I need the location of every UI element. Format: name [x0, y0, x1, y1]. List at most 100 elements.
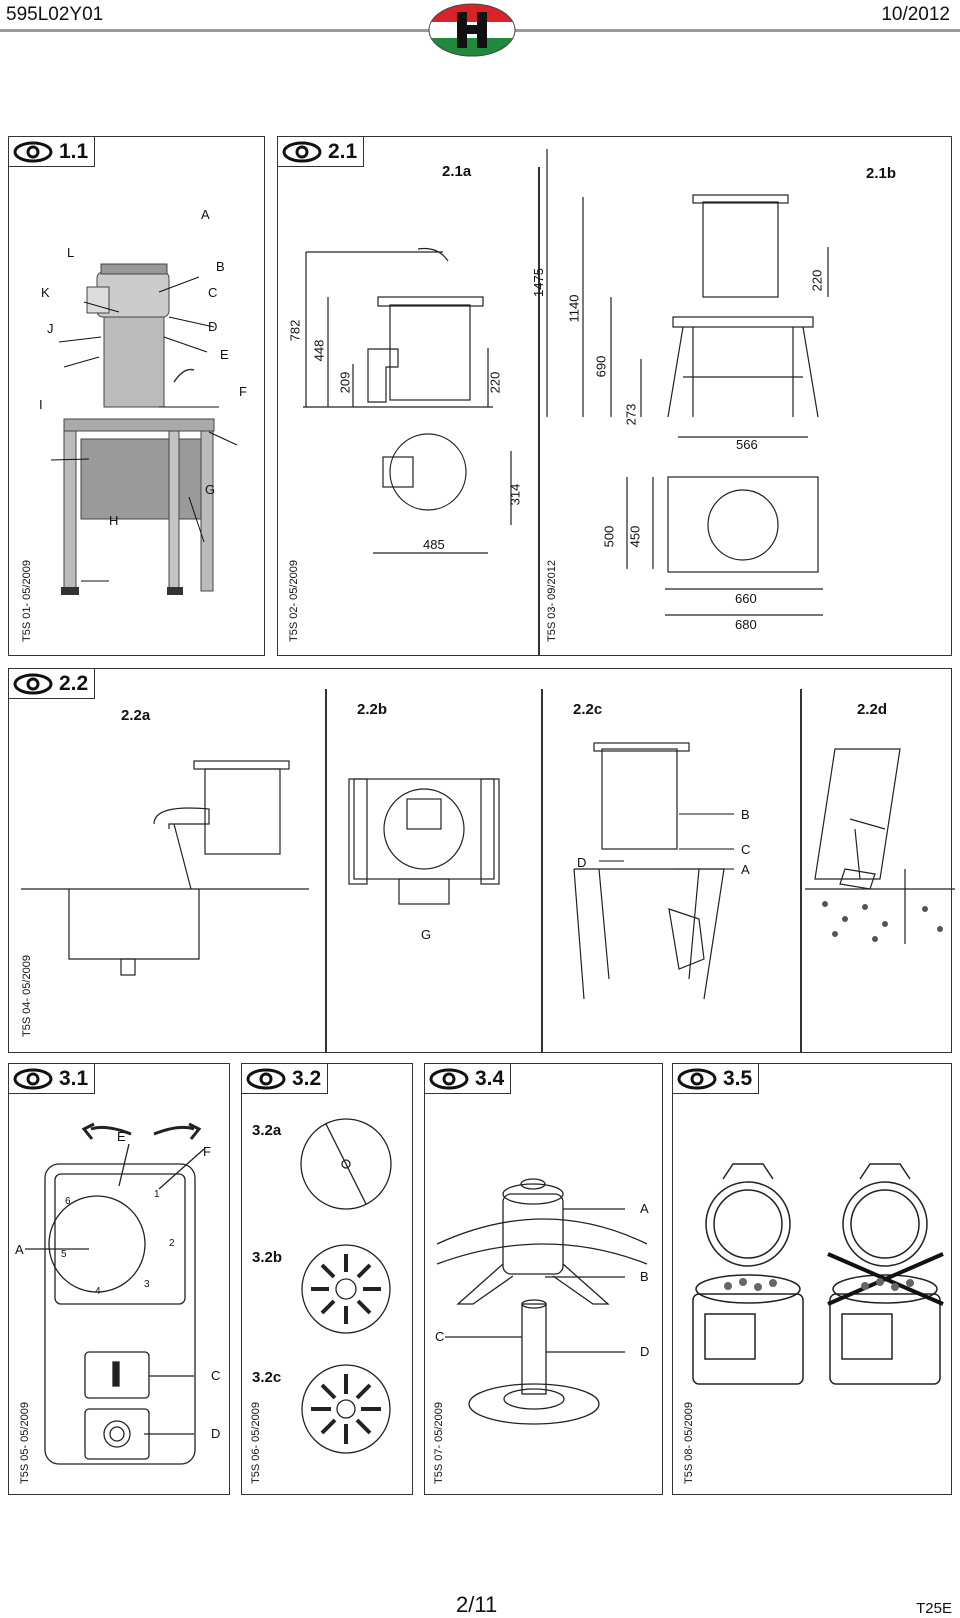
callout-e: E — [220, 347, 229, 362]
dimension-drawing-b — [546, 149, 829, 616]
dial-number: 4 — [95, 1286, 101, 1297]
dim-1475: 1475 — [530, 268, 546, 297]
callout-b: B — [741, 807, 750, 822]
document-code: 595L02Y01 — [6, 4, 104, 25]
subfigure-label: 3.2c — [252, 1369, 282, 1386]
figure-tag: 3.2 — [241, 1063, 329, 1094]
dim-485: 485 — [423, 537, 445, 552]
eye-icon — [13, 141, 53, 162]
dimension-drawing-a — [303, 247, 512, 554]
side-code: T5S 05- 05/2009 — [19, 1402, 31, 1484]
eye-icon — [246, 1068, 286, 1089]
side-code: T5S 04- 05/2009 — [21, 955, 33, 1037]
side-code: T5S 08- 05/2009 — [683, 1402, 695, 1484]
document-date: 10/2012 — [881, 4, 950, 25]
dim-566: 566 — [736, 437, 758, 452]
disc-drawings — [300, 1118, 392, 1454]
figure-number: 3.5 — [723, 1066, 753, 1090]
callout-d: D — [208, 319, 218, 334]
panel-3-4: 3.4 A B C D T5S 07- 05/2009 — [424, 1063, 663, 1495]
panel-2-1: 2.1 2.1a 2.1b 782 448 209 220 314 485 — [277, 136, 952, 656]
figure-tag: 3.4 — [424, 1063, 512, 1094]
dial-number: 2 — [169, 1238, 175, 1249]
callout-l: L — [67, 245, 75, 260]
subfigure-divider — [325, 689, 327, 1052]
callout-b: B — [640, 1269, 649, 1284]
figure-tag: 2.1 — [277, 136, 365, 167]
eye-icon — [13, 1068, 53, 1089]
callout-c: C — [208, 285, 218, 300]
installation-drawing-a — [21, 760, 309, 976]
callout-c: C — [211, 1368, 221, 1383]
dim-690: 690 — [593, 355, 609, 378]
callout-d: D — [640, 1344, 650, 1359]
callout-c: C — [435, 1329, 445, 1344]
subfigure-label: 2.2a — [121, 707, 151, 724]
panel-3-2: 3.2 3.2a 3.2b 3.2c T5S 06- 05/2009 — [241, 1063, 413, 1495]
dim-500: 500 — [601, 525, 617, 548]
subfigure-divider — [538, 167, 540, 655]
subfigure-label: 2.2d — [857, 701, 888, 718]
callout-a: A — [15, 1242, 24, 1257]
panel-1-1: 1.1 A B C D E F G H I J — [8, 136, 265, 656]
control-panel-illustration — [25, 1122, 205, 1465]
dial-number: 5 — [61, 1249, 67, 1260]
rotor-assembly-drawing — [436, 1178, 648, 1425]
dim-209: 209 — [337, 371, 353, 394]
dim-220: 220 — [809, 269, 825, 292]
callout-d: D — [577, 855, 587, 870]
dim-448: 448 — [311, 339, 327, 362]
callout-a: A — [741, 862, 750, 877]
figure-tag: 1.1 — [8, 136, 96, 167]
callout-d: D — [211, 1426, 221, 1441]
installation-drawing-c — [573, 742, 734, 1000]
subfigure-label: 2.1b — [866, 165, 897, 182]
subfigure-label: 3.2b — [252, 1249, 283, 1266]
side-code: T5S 07- 05/2009 — [433, 1402, 445, 1484]
panel-3-1: 3.1 E F A C D 1 2 3 4 5 6 T5S 05- 05/200… — [8, 1063, 230, 1495]
callout-e: E — [117, 1129, 126, 1144]
subfigure-label: 2.2c — [573, 701, 603, 718]
callout-h: H — [109, 513, 119, 528]
eye-icon — [429, 1068, 469, 1089]
machine-on-stand-illustration — [50, 263, 238, 595]
figure-number: 2.1 — [328, 139, 358, 163]
dim-273: 273 — [623, 403, 639, 426]
figure-number: 3.4 — [475, 1066, 505, 1090]
eye-icon — [282, 141, 322, 162]
callout-f: F — [239, 384, 247, 399]
figure-tag: 3.1 — [8, 1063, 96, 1094]
dial-number: 1 — [154, 1189, 160, 1200]
dim-782: 782 — [287, 319, 303, 342]
anchor-detail-drawing-d — [805, 748, 955, 944]
eye-icon — [13, 673, 53, 694]
figure-number: 2.2 — [59, 671, 89, 695]
subfigure-label: 2.1a — [442, 163, 472, 180]
installation-drawing-b — [348, 778, 500, 905]
loading-illustration — [692, 1163, 944, 1385]
callout-g: G — [205, 482, 216, 497]
dim-680: 680 — [735, 617, 757, 632]
figure-number: 3.2 — [292, 1066, 322, 1090]
subfigure-label: 3.2a — [252, 1122, 282, 1139]
side-code: T5S 01- 05/2009 — [21, 560, 33, 642]
callout-g: G — [421, 927, 432, 942]
subfigure-divider — [541, 689, 543, 1052]
dim-450: 450 — [627, 525, 643, 548]
dim-1140: 1140 — [566, 294, 582, 323]
callout-b: B — [216, 259, 225, 274]
footer-code: T25E — [916, 1600, 952, 1617]
dim-314: 314 — [507, 483, 523, 506]
dial-number: 6 — [65, 1196, 71, 1207]
callout-i: I — [39, 397, 43, 412]
callout-c: C — [741, 842, 751, 857]
subfigure-divider — [800, 689, 802, 1052]
side-code: T5S 02- 05/2009 — [288, 560, 300, 642]
dial-number: 3 — [144, 1279, 150, 1290]
panel-2-2: 2.2 2.2a 2.2b 2.2c 2.2d G — [8, 668, 955, 1053]
figure-number: 3.1 — [59, 1066, 89, 1090]
callout-a: A — [640, 1201, 649, 1216]
brand-logo — [428, 3, 516, 57]
dim-220: 220 — [487, 371, 503, 394]
callout-k: K — [41, 285, 50, 300]
